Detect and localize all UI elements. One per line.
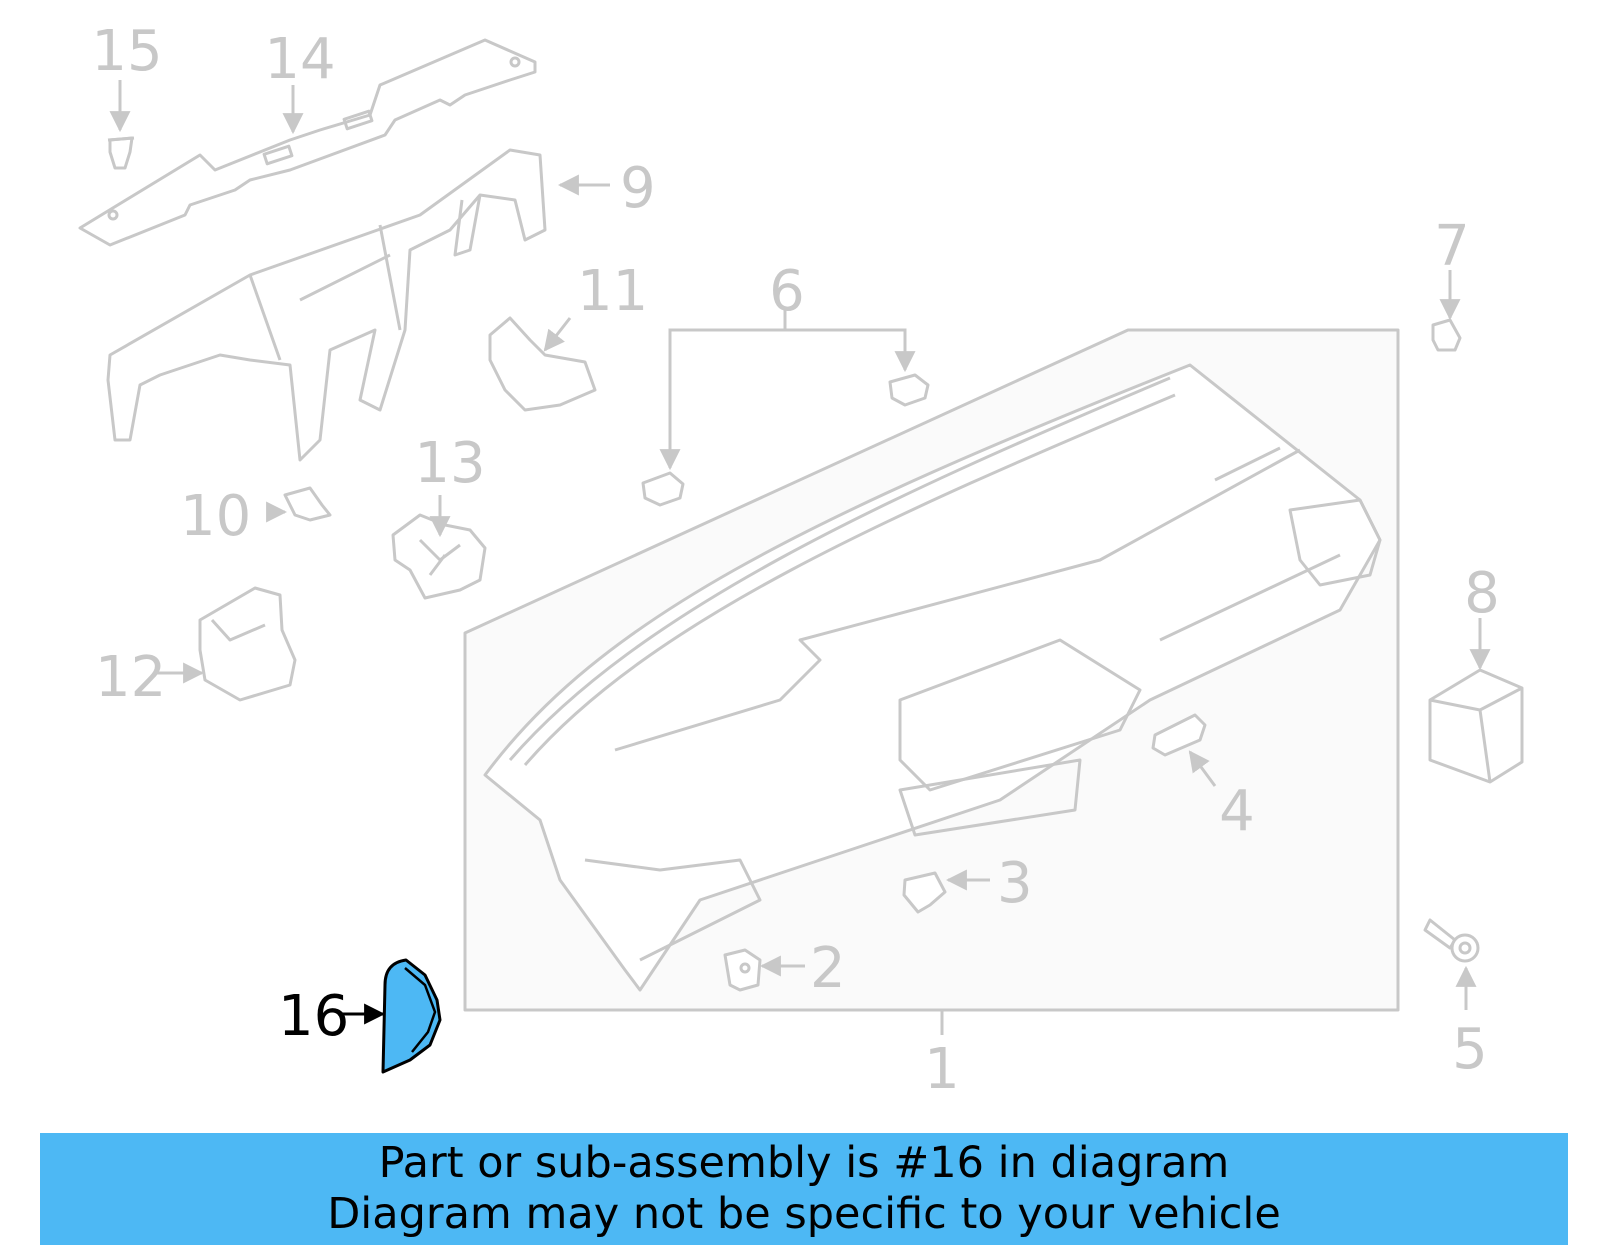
callout-13: 13 <box>414 431 485 496</box>
clip-part-6[interactable] <box>641 373 930 507</box>
bracket-part-13[interactable] <box>391 513 487 600</box>
push-clip-part-15[interactable] <box>107 136 135 170</box>
clip-part-2[interactable] <box>723 948 762 992</box>
clip-part-3[interactable] <box>902 871 947 914</box>
duct-part-12[interactable] <box>198 586 297 702</box>
callout-5: 5 <box>1452 1017 1488 1082</box>
callout-10: 10 <box>180 484 251 549</box>
clip-part-7[interactable] <box>1431 318 1462 352</box>
module-part-8[interactable] <box>1428 668 1524 784</box>
bracket-part-10[interactable] <box>283 486 332 522</box>
callout-15: 15 <box>91 19 162 84</box>
cover-plate-part-14[interactable] <box>78 38 537 247</box>
callout-12: 12 <box>95 645 166 710</box>
trim-part-11[interactable] <box>488 316 597 412</box>
callout-3: 3 <box>997 851 1033 916</box>
callout-14: 14 <box>264 27 335 92</box>
instrument-panel-assembly[interactable] <box>463 328 1400 1012</box>
callout-4: 4 <box>1219 779 1255 844</box>
end-cap-part-16-highlighted[interactable] <box>381 958 442 1074</box>
callout-1: 1 <box>924 1037 960 1102</box>
screw-part-5[interactable] <box>1423 918 1480 963</box>
callout-11: 11 <box>577 259 648 324</box>
callout-9: 9 <box>620 156 656 221</box>
reinforcement-beam-part-9[interactable] <box>106 148 547 462</box>
callout-2: 2 <box>810 936 846 1001</box>
callout-6: 6 <box>769 259 805 324</box>
callout-16: 16 <box>278 984 349 1049</box>
bracket-part-4[interactable] <box>1151 713 1207 757</box>
info-banner: Part or sub-assembly is #16 in diagram D… <box>40 1133 1568 1245</box>
banner-line-2: Diagram may not be specific to your vehi… <box>327 1189 1281 1239</box>
callout-8: 8 <box>1464 561 1500 626</box>
callout-7: 7 <box>1434 214 1470 279</box>
banner-line-1: Part or sub-assembly is #16 in diagram <box>378 1138 1230 1188</box>
